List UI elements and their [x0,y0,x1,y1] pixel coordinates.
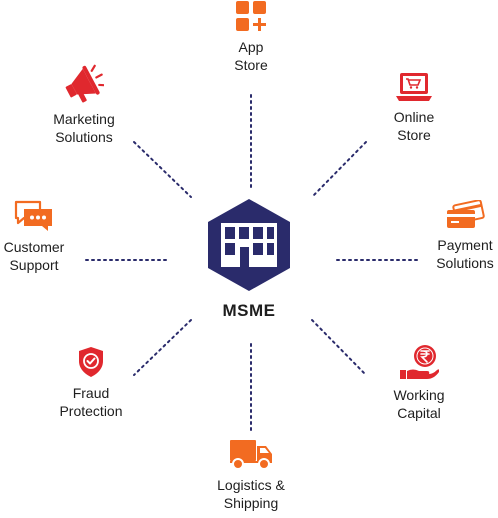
node-label: Working Capital [393,386,444,422]
label-line-2: Solutions [55,129,113,145]
connector-working-capital [311,319,367,376]
label-line-1: Working [393,387,445,403]
office-building-icon [208,199,290,291]
app-grid-plus-icon [236,1,266,31]
label-line-1: Payment [437,237,493,253]
label-line-2: Store [234,57,268,73]
node-label: Fraud Protection [59,384,122,420]
node-customer-support: Customer Support [0,200,84,274]
label-line-2: Solutions [436,255,494,271]
label-line-1: Fraud [72,385,110,401]
node-label: Online Store [394,108,434,144]
node-label: Customer Support [4,238,65,274]
shield-check-icon [79,347,103,377]
megaphone-icon [65,64,104,103]
label-line-1: Logistics & [217,477,285,493]
label-line-2: Protection [59,403,123,419]
credit-cards-icon [447,200,485,228]
node-marketing-solutions: Marketing Solutions [34,62,134,146]
chat-bubbles-icon [14,200,52,231]
label-line-2: Capital [397,405,441,421]
label-line-1: Customer [3,239,65,255]
label-line-2: Shipping [223,495,279,511]
label-line-2: Support [9,257,59,273]
connector-marketing-solutions [133,141,192,198]
label-line-2: Store [397,127,431,143]
node-label: Payment Solutions [436,236,494,272]
node-label: Marketing Solutions [53,110,114,146]
node-logistics-shipping: Logistics & Shipping [201,438,301,512]
label-line-1: App [238,39,264,55]
connector-online-store [311,141,367,198]
hub-title: MSME [222,301,276,320]
node-working-capital: Working Capital [369,344,469,422]
node-label: Logistics & Shipping [217,476,285,512]
connector-fraud-protection [133,319,192,376]
node-app-store: App Store [211,0,291,74]
delivery-truck-icon [230,440,272,470]
node-payment-solutions: Payment Solutions [415,200,498,272]
node-fraud-protection: Fraud Protection [41,346,141,420]
laptop-cart-icon [396,73,432,101]
node-online-store: Online Store [364,72,464,144]
hand-rupee-coin-icon [400,345,439,379]
label-line-1: Online [393,109,435,125]
msme-hub: MSME [199,197,299,321]
label-line-1: Marketing [53,111,115,127]
node-label: App Store [234,38,267,74]
